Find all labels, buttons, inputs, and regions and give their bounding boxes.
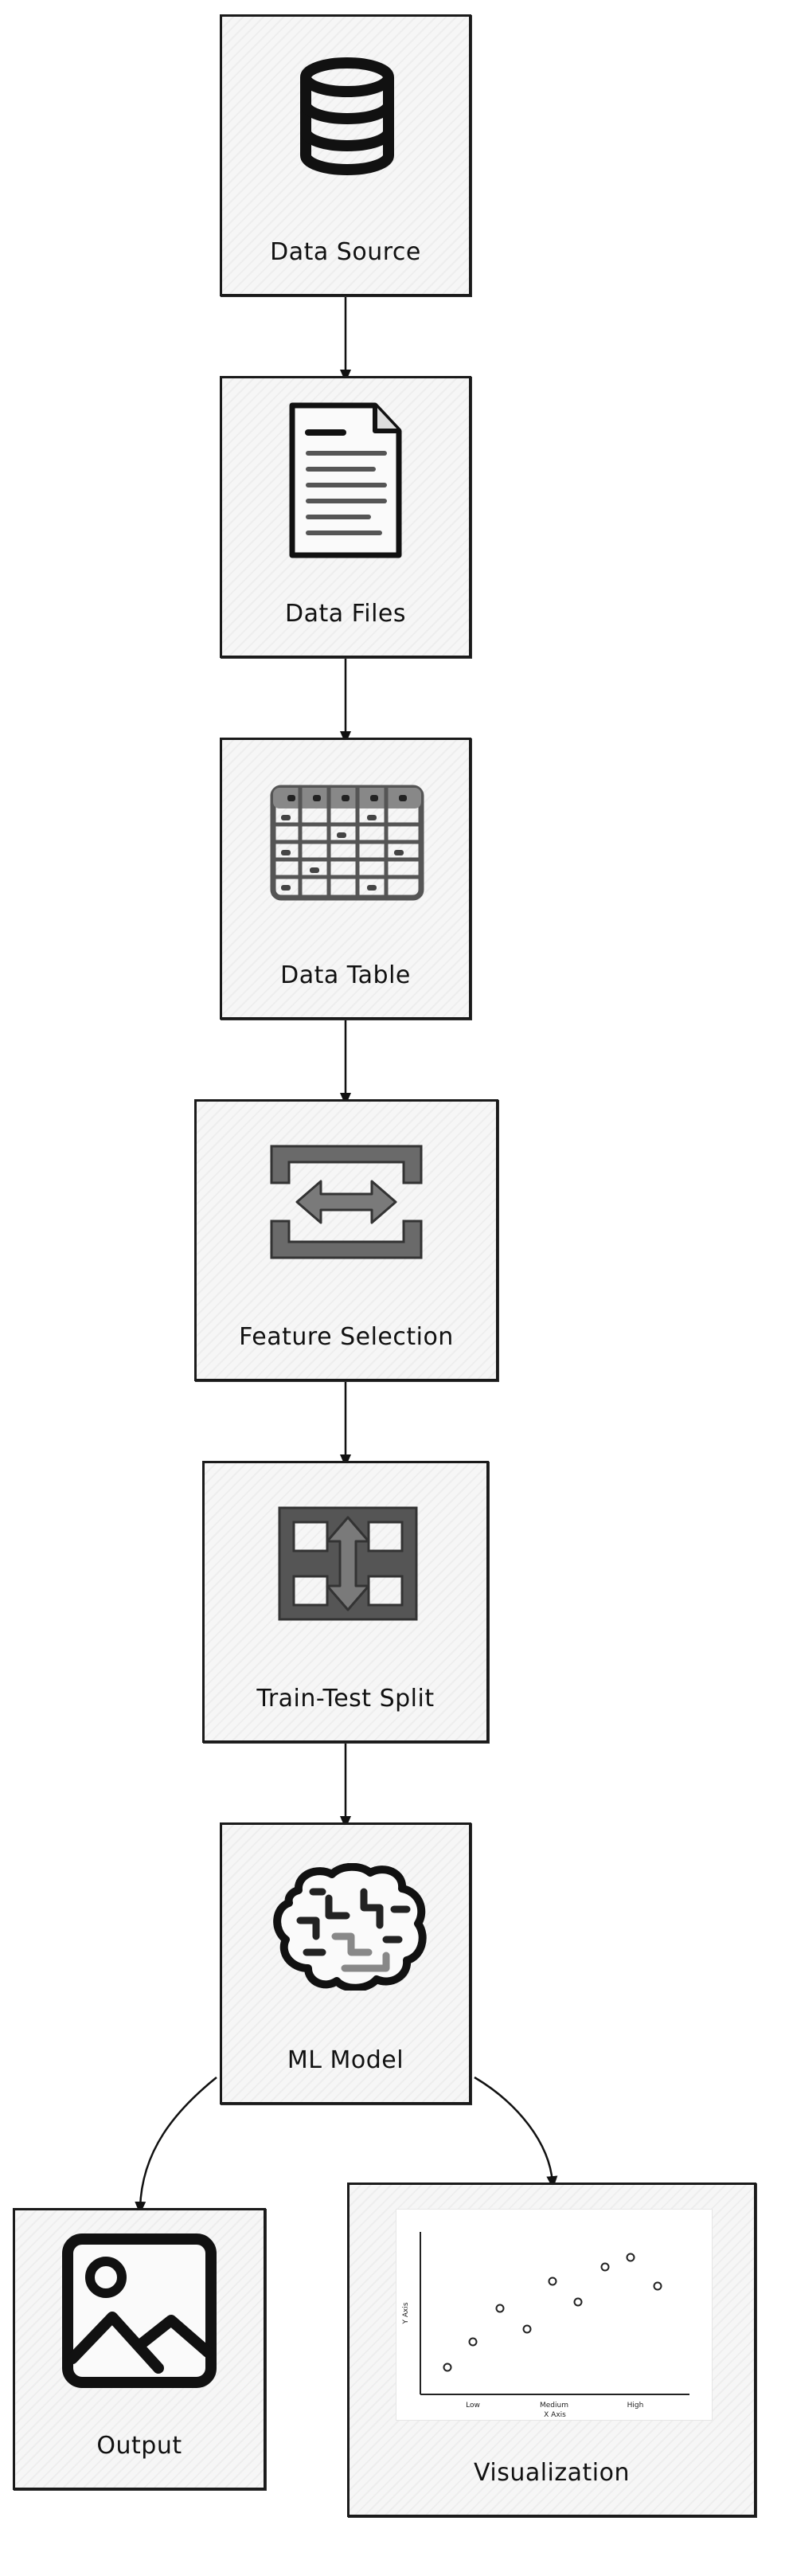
scatter-point: [548, 2277, 557, 2286]
scatter-point: [443, 2363, 452, 2372]
scatter-point: [626, 2253, 635, 2262]
node-visualization[interactable]: Y Axis X Axis Low Medium High Visualizat…: [347, 2183, 756, 2517]
scatter-point: [495, 2304, 505, 2313]
image-icon: [62, 2233, 217, 2388]
node-data-source[interactable]: Data Source: [220, 14, 471, 296]
scatter-point: [600, 2262, 610, 2272]
x-tick-label: Medium: [540, 2402, 568, 2410]
scatter-point: [653, 2281, 662, 2291]
edge-ml-model-to-visualization: [474, 2076, 558, 2189]
brain-icon: [273, 1863, 427, 1991]
x-axis-label: X Axis: [544, 2411, 566, 2419]
vertical-arrows-icon: [278, 1506, 418, 1621]
document-icon: [289, 402, 402, 558]
scatter-point: [522, 2324, 532, 2334]
scatter-plot: Y Axis X Axis Low Medium High: [402, 2232, 689, 2419]
node-data-table[interactable]: Data Table: [220, 738, 471, 1020]
x-tick-label: High: [627, 2402, 644, 2410]
scatter-point: [573, 2297, 583, 2307]
database-icon: [300, 57, 394, 175]
node-output[interactable]: Output: [13, 2208, 266, 2490]
node-label: ML Model: [287, 2046, 404, 2074]
node-feature-selection[interactable]: Feature Selection: [194, 1099, 498, 1381]
node-label: Data Source: [270, 238, 421, 266]
node-train-test-split[interactable]: Train-Test Split: [202, 1461, 489, 1743]
horizontal-arrows-icon: [270, 1145, 423, 1259]
edge-ml-model-to-output: [135, 2077, 217, 2214]
node-ml-model[interactable]: ML Model: [220, 1822, 471, 2104]
node-label: Data Files: [285, 600, 406, 628]
node-label: Visualization: [474, 2459, 630, 2487]
table-icon: [270, 785, 424, 901]
node-label: Data Table: [280, 961, 411, 989]
node-data-files[interactable]: Data Files: [220, 376, 471, 658]
x-tick-label: Low: [466, 2402, 480, 2410]
node-label: Output: [96, 2432, 182, 2460]
node-label: Feature Selection: [239, 1323, 454, 1351]
node-label: Train-Test Split: [256, 1685, 435, 1713]
scatter-chart: Y Axis X Axis Low Medium High: [396, 2209, 713, 2421]
y-axis-label: Y Axis: [402, 2302, 410, 2324]
scatter-point: [468, 2337, 478, 2347]
